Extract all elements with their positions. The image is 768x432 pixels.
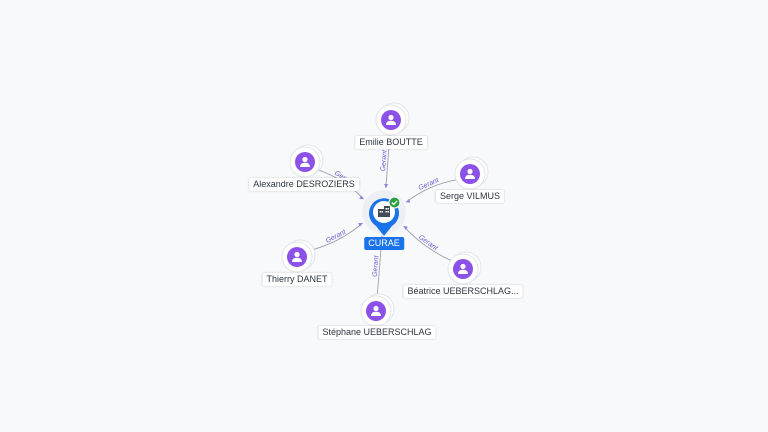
edge-2 xyxy=(405,179,458,203)
center-node-label[interactable]: CURAE xyxy=(364,237,404,250)
person-node-5[interactable] xyxy=(360,293,395,327)
edge-label-5: Gerant xyxy=(372,254,381,277)
person-node-3[interactable] xyxy=(281,239,316,273)
person-node-label[interactable]: Béatrice UEBERSCHLAG... xyxy=(403,285,523,298)
person-icon xyxy=(386,114,396,125)
edge-arrow-1 xyxy=(359,195,364,200)
edge-arrow-3 xyxy=(358,223,363,227)
person-node-0[interactable] xyxy=(375,102,410,136)
person-node-label[interactable]: Serge VILMUS xyxy=(435,190,505,203)
edge-4 xyxy=(403,225,452,262)
check-circle-icon xyxy=(388,196,401,209)
edge-label-4: Gerant xyxy=(417,234,439,253)
person-node-2[interactable] xyxy=(454,156,489,190)
edge-label-3: Gerant xyxy=(325,228,348,245)
edge-arrow-4 xyxy=(403,226,408,231)
person-icon xyxy=(371,305,381,316)
person-node-1[interactable] xyxy=(289,144,324,178)
person-icon xyxy=(458,263,468,274)
person-icon xyxy=(292,251,302,262)
person-node-label[interactable]: Thierry DANET xyxy=(262,273,332,286)
person-node-label[interactable]: Stéphane UEBERSCHLAG xyxy=(318,326,436,339)
person-icon xyxy=(300,156,310,167)
person-node-label[interactable]: Alexandre DESROZIERS xyxy=(249,178,359,191)
nodes-layer xyxy=(281,102,489,327)
edge-label-0: Gerant xyxy=(380,149,389,172)
building-icon xyxy=(378,206,390,217)
person-node-4[interactable] xyxy=(447,251,482,285)
person-node-label[interactable]: Emilie BOUTTE xyxy=(355,136,427,149)
edge-arrow-2 xyxy=(405,198,411,203)
edge-arrow-0 xyxy=(384,183,389,189)
person-icon xyxy=(465,168,475,179)
center-node[interactable] xyxy=(362,190,406,236)
